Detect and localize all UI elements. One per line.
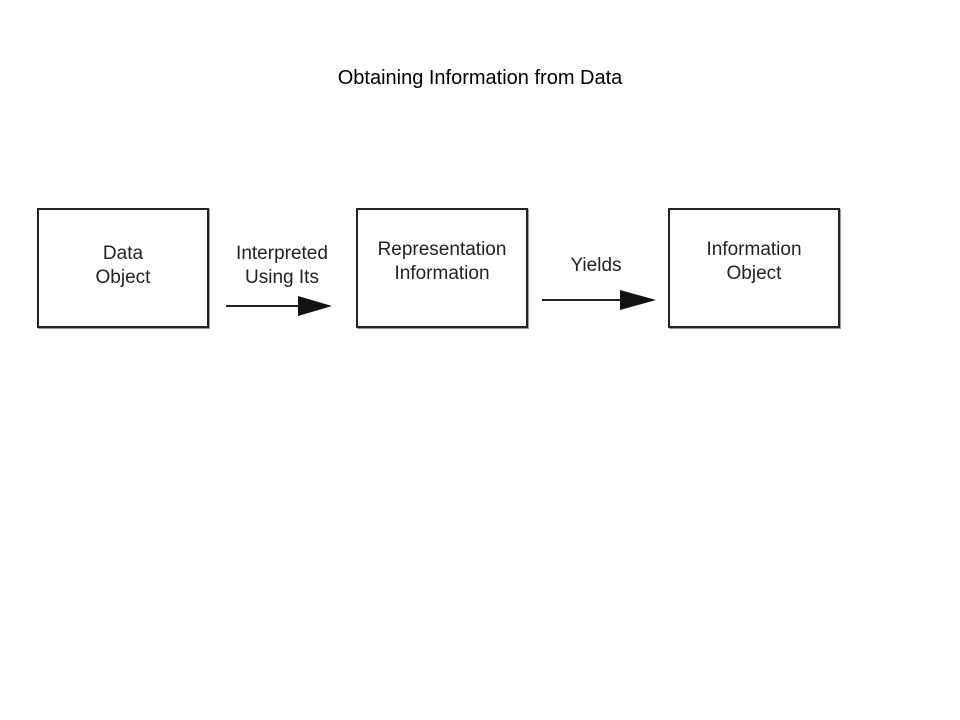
node-label-line: Object — [95, 267, 151, 288]
arrow-data-to-representation — [226, 296, 332, 316]
node-label-line: Data — [102, 243, 144, 264]
edge-label-yields: Yields — [548, 254, 644, 278]
edge-label-line: Interpreted — [236, 243, 328, 264]
node-data-object: Data Object — [37, 208, 209, 328]
edge-label-line: Yields — [570, 255, 622, 276]
node-label-line: Representation — [377, 239, 507, 260]
edge-label-interpreted: Interpreted Using Its — [224, 242, 340, 290]
arrow-representation-to-information — [542, 290, 656, 310]
node-information-object: Information Object — [668, 208, 840, 328]
page-title: Obtaining Information from Data — [337, 67, 623, 89]
node-label-line: Object — [726, 263, 782, 284]
arrowhead-icon — [298, 296, 332, 316]
node-representation-information: Representation Information — [356, 208, 528, 328]
node-label-line: Information — [394, 263, 490, 284]
node-label-line: Information — [706, 239, 802, 260]
arrowhead-icon — [620, 290, 656, 310]
edge-label-line: Using Its — [245, 267, 319, 288]
